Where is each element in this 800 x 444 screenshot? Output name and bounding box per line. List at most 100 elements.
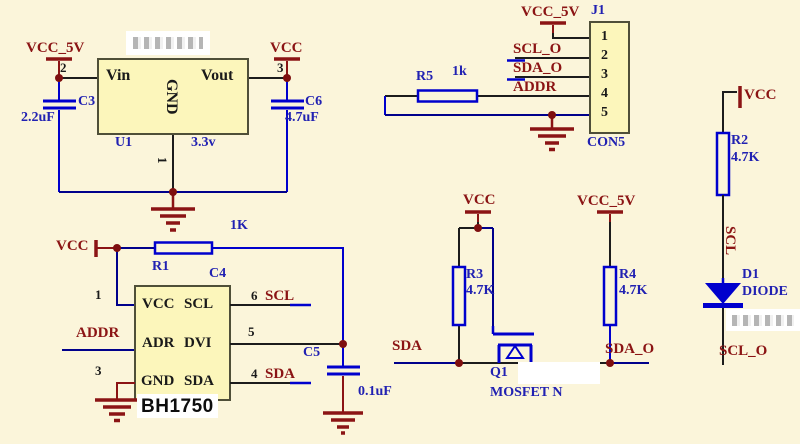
- resistor-r4-symbol: [602, 265, 618, 327]
- designator-c3: C3: [78, 94, 96, 109]
- wires-sensor-left: [62, 247, 155, 351]
- u1-pin-gnd: GND: [163, 79, 180, 115]
- j1-body: [589, 21, 630, 134]
- designator-c6: C6: [305, 94, 323, 109]
- net-label-stubs: [290, 303, 311, 385]
- wires-sensor-right: [230, 304, 343, 384]
- net-label-stubs: [507, 59, 525, 81]
- capacitor-c5-symbol: [327, 344, 360, 413]
- j1-pin-1: 1: [601, 29, 608, 44]
- junction-dots-sensor: [113, 244, 347, 348]
- net-label-vcc: VCC: [270, 40, 303, 56]
- sensor-pin-number-1: 1: [95, 287, 102, 302]
- sensor-pin-number-4: 4: [251, 366, 258, 381]
- value-r5: 1k: [452, 64, 467, 79]
- ground-icon: [151, 192, 195, 232]
- j1-pin-5: 5: [601, 105, 608, 120]
- net-label-scl-o: SCL_O: [513, 41, 562, 57]
- bh1750-body: [134, 285, 231, 401]
- vcc5v-power-icon: [597, 210, 623, 222]
- wire-gnd-pin3: [116, 382, 135, 399]
- connector-type-con5: CON5: [587, 135, 626, 150]
- wire-vcc-elbow: [722, 91, 737, 133]
- resistor-r5-symbol: [416, 89, 479, 103]
- junction-dot: [548, 111, 556, 119]
- diode-d1-symbol: [703, 278, 743, 308]
- designator-c4: C4: [209, 266, 227, 281]
- resistor-r3-symbol: [451, 265, 467, 327]
- part-label-bh1750: BH1750: [137, 394, 218, 418]
- bh1750-pin-sda: SDA: [184, 373, 215, 389]
- net-label-vcc-sensor: VCC: [56, 238, 89, 254]
- bh1750-pin-adr: ADR: [142, 335, 175, 351]
- watermark-blur: [518, 362, 600, 384]
- net-label-scl-o-bottom: SCL_O: [719, 343, 768, 359]
- wire-r1-to-c5: [212, 247, 344, 344]
- net-label-addr: ADDR: [513, 79, 557, 95]
- ground-icon: [323, 411, 363, 435]
- net-label-sda-o: SDA_O: [513, 60, 563, 76]
- pin-number-2: 2: [60, 60, 67, 75]
- value-c5: 0.1uF: [358, 384, 392, 399]
- ground-icon: [95, 398, 139, 423]
- bh1750-pin-gnd: GND: [141, 373, 175, 389]
- sensor-pin-number-5: 5: [248, 324, 255, 339]
- pin-number-3: 3: [277, 60, 284, 75]
- value-r3: 4.7K: [466, 283, 495, 298]
- bh1750-pin-scl: SCL: [184, 296, 214, 312]
- value-d1: DIODE: [742, 284, 788, 299]
- value-u1: 3.3v: [191, 135, 216, 150]
- sensor-pin-number-6: 6: [251, 288, 258, 303]
- u1-pin-vout: Vout: [201, 67, 234, 84]
- pin-number-1: 1: [155, 157, 170, 164]
- net-label-vcc-r2: VCC: [744, 87, 777, 103]
- j1-pin-4: 4: [601, 86, 608, 101]
- designator-r1: R1: [152, 259, 170, 274]
- watermark-blur: [726, 309, 800, 331]
- junction-dots-regulator: [55, 74, 291, 196]
- value-c3: 2.2uF: [21, 110, 55, 125]
- net-label-sda-sensor: SDA: [265, 366, 296, 382]
- net-label-scl-vertical: SCL: [722, 226, 738, 256]
- watermark-blur: [126, 31, 210, 55]
- net-label-vcc5v-j1: VCC_5V: [521, 4, 580, 20]
- designator-r5: R5: [416, 69, 434, 84]
- u1-body: [97, 58, 249, 135]
- sensor-pin-number-3: 3: [95, 363, 102, 378]
- mosfet-q1-symbol: [491, 326, 534, 363]
- net-label-vcc5v-r4: VCC_5V: [577, 193, 636, 209]
- value-r4: 4.7K: [619, 283, 648, 298]
- watermark-noise: [731, 314, 795, 326]
- designator-d1: D1: [742, 267, 760, 282]
- designator-r4: R4: [619, 267, 637, 282]
- designator-c5: C5: [303, 345, 321, 360]
- net-label-scl-sensor: SCL: [265, 288, 295, 304]
- value-c6: 4.7uF: [285, 110, 319, 125]
- net-label-vcc-q1: VCC: [463, 192, 496, 208]
- vcc5v-power-icon: [540, 21, 566, 33]
- bh1750-pin-vcc: VCC: [142, 296, 175, 312]
- resistor-r1-symbol: [153, 241, 214, 255]
- value-q1: MOSFET N: [490, 385, 563, 400]
- ground-icon: [530, 115, 574, 152]
- net-label-addr-sensor: ADDR: [76, 325, 120, 341]
- u1-pin-vin: Vin: [106, 67, 131, 84]
- wires-regulator: [59, 77, 287, 192]
- designator-r2: R2: [731, 133, 749, 148]
- net-label-sda: SDA: [392, 338, 423, 354]
- value-r1: 1K: [230, 218, 248, 233]
- junction-dot: [606, 359, 614, 367]
- designator-r3: R3: [466, 267, 484, 282]
- wires-connector: [385, 33, 590, 97]
- bh1750-pin-dvi: DVI: [184, 335, 212, 351]
- capacitor-c3-symbol: [43, 78, 76, 192]
- vcc-power-icon: [465, 210, 491, 222]
- j1-pin-3: 3: [601, 67, 608, 82]
- net-label-vcc5v: VCC_5V: [26, 40, 85, 56]
- resistor-r2-symbol: [715, 131, 731, 197]
- net-label-sda-o-q1: SDA_O: [605, 341, 655, 357]
- capacitor-c6-symbol: [271, 78, 304, 192]
- j1-pin-2: 2: [601, 48, 608, 63]
